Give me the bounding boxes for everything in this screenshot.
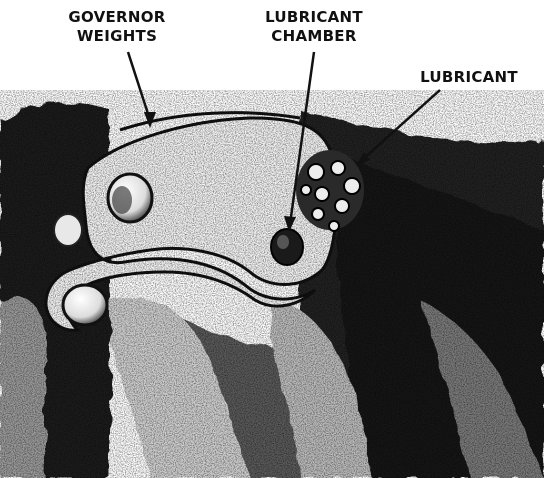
lubricant-chamber-label-line1: LUBRICANT: [256, 8, 372, 27]
weight-pin-lower: [63, 285, 107, 325]
lubricant-label-text: LUBRICANT: [408, 68, 530, 87]
lubricant-chamber-label-line2: CHAMBER: [256, 27, 372, 46]
governor-weights-label: GOVERNOR WEIGHTS: [57, 8, 177, 46]
weight-pin-left: [54, 214, 82, 246]
governor-weights-label-line1: GOVERNOR: [57, 8, 177, 27]
lubricant-label: LUBRICANT: [408, 68, 530, 87]
lubricant-chamber-label: LUBRICANT CHAMBER: [256, 8, 372, 46]
governor-weights-label-line2: WEIGHTS: [57, 27, 177, 46]
